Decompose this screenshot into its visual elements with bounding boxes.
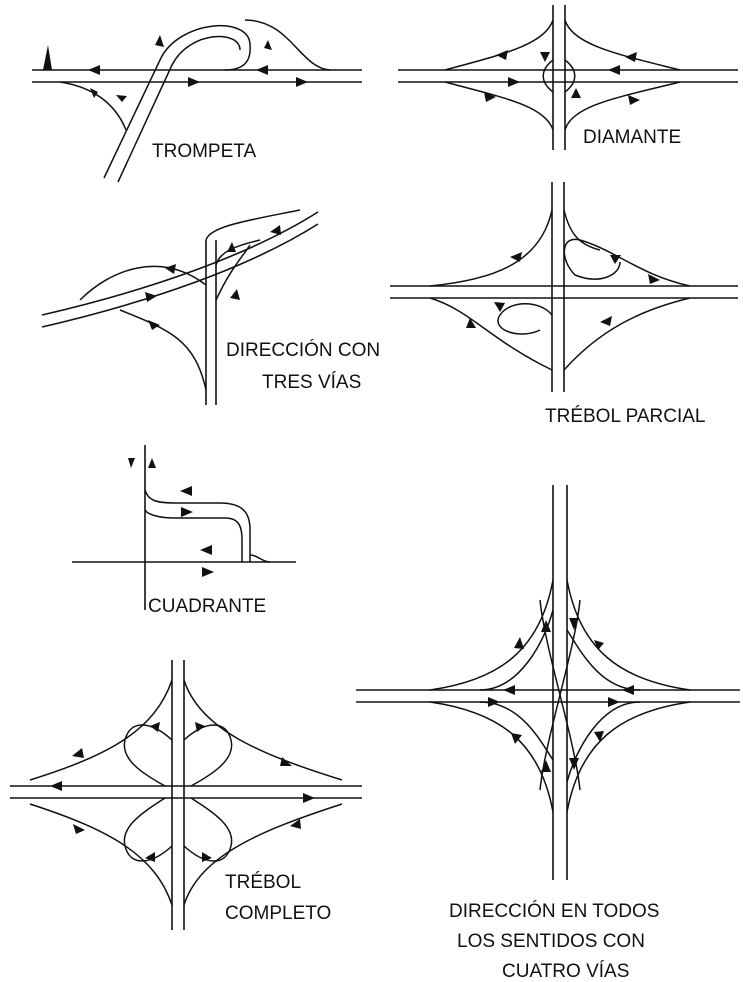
- label-tres-vias-line2: TRES VÍAS: [262, 372, 361, 393]
- cuadrante-interchange: CUADRANTE: [72, 445, 296, 617]
- trompeta-interchange: TROMPETA: [32, 19, 362, 183]
- label-tres-vias-line1: DIRECCIÓN CON: [226, 339, 380, 361]
- diamante-interchange: DIAMANTE: [398, 5, 738, 150]
- label-trebol-parcial: TRÉBOL PARCIAL: [545, 406, 706, 427]
- label-trebol-completo-line1: TRÉBOL: [225, 872, 301, 893]
- label-trebol-completo-line2: COMPLETO: [225, 903, 331, 924]
- trebol-parcial-interchange: TRÉBOL PARCIAL: [390, 182, 738, 427]
- label-cuatro-vias-line3: CUATRO VÍAS: [502, 961, 629, 982]
- tres-vias-interchange: DIRECCIÓN CON TRES VÍAS: [41, 209, 380, 405]
- cuatro-vias-interchange: DIRECCIÓN EN TODOS LOS SENTIDOS CON CUAT…: [356, 485, 740, 982]
- label-cuatro-vias-line2: LOS SENTIDOS CON: [457, 931, 645, 952]
- label-cuadrante: CUADRANTE: [148, 596, 266, 617]
- label-cuatro-vias-line1: DIRECCIÓN EN TODOS: [449, 900, 659, 922]
- label-diamante: DIAMANTE: [583, 127, 681, 148]
- label-trompeta: TROMPETA: [152, 141, 256, 162]
- trebol-completo-interchange: TRÉBOL COMPLETO: [10, 660, 362, 930]
